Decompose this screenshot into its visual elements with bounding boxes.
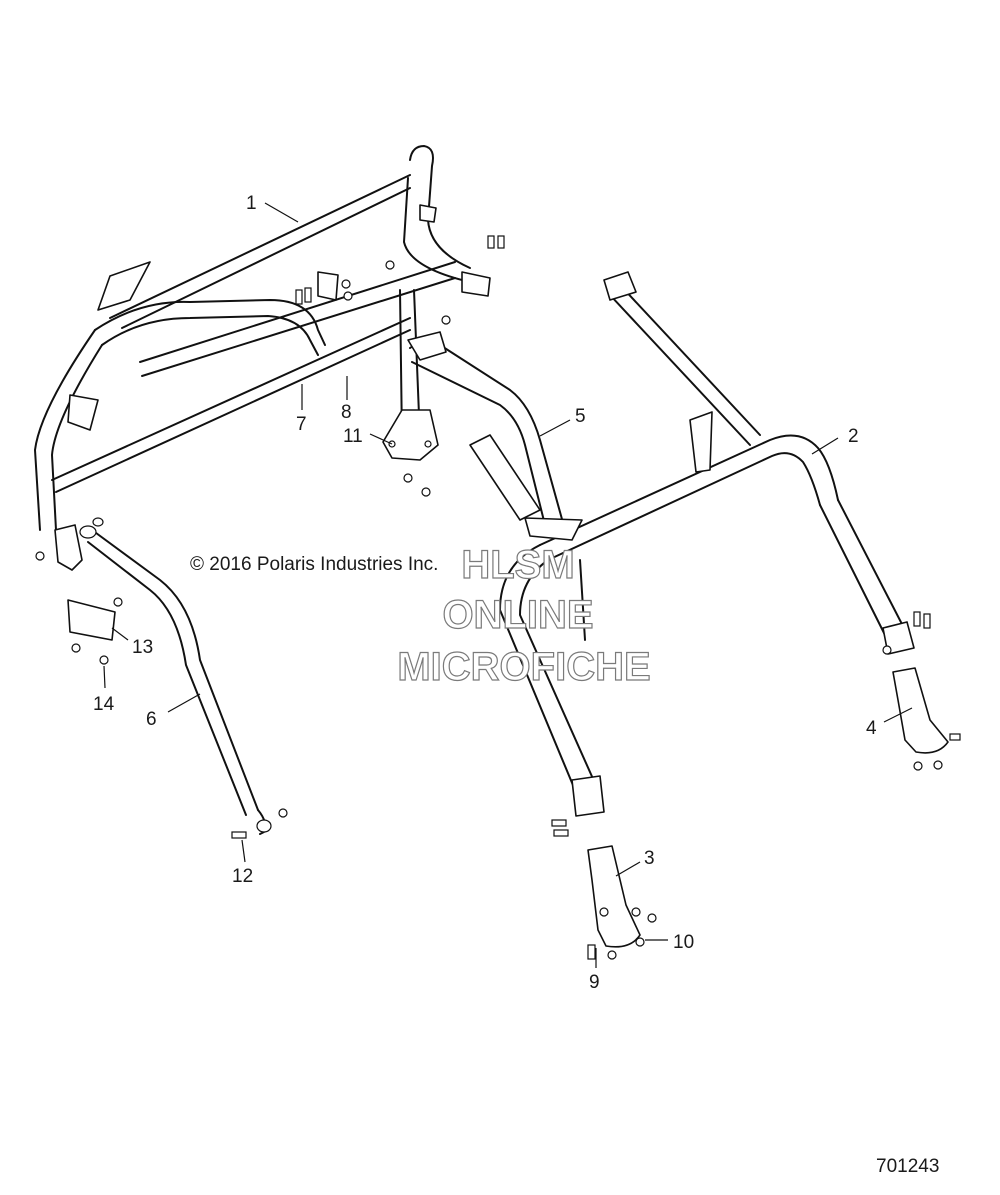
callout-4: 4	[866, 718, 877, 739]
callout-12: 12	[232, 866, 253, 887]
callout-6: 6	[146, 709, 157, 730]
part-6-side-brace	[79, 517, 288, 839]
drawing-number: 701243	[876, 1156, 939, 1177]
leader-lines	[103, 202, 913, 968]
callout-1: 1	[246, 193, 257, 214]
part-13-bracket	[35, 524, 123, 665]
fasteners-7-8	[295, 279, 353, 305]
watermark-line-3: MICROFICHE	[397, 645, 650, 689]
callout-3: 3	[644, 848, 655, 869]
callout-2: 2	[848, 426, 859, 447]
callout-11: 11	[343, 426, 363, 447]
part-2-rear-cage	[469, 271, 915, 817]
callout-13: 13	[132, 637, 153, 658]
callout-labels: 1 2 3 4 5 6 7 8 9 10 11 12 13 14	[93, 193, 877, 993]
watermark-line-2: ONLINE	[442, 593, 593, 637]
fasteners-2	[551, 611, 931, 837]
callout-8: 8	[341, 402, 352, 423]
callout-9: 9	[589, 972, 600, 993]
part-5-brace	[407, 331, 566, 531]
callout-14: 14	[93, 694, 115, 715]
callout-5: 5	[575, 406, 586, 427]
callout-10: 10	[673, 932, 694, 953]
copyright-notice: © 2016 Polaris Industries Inc.	[190, 554, 438, 575]
callout-7: 7	[296, 414, 307, 435]
part-11-base-plate	[382, 409, 439, 497]
part-4-foot-mount	[892, 667, 961, 771]
watermark-line-1: HLSM	[461, 543, 574, 587]
watermark: HLSM ONLINE MICROFICHE	[397, 542, 652, 689]
fasteners-top-right	[385, 235, 505, 325]
part-3-foot-mount	[587, 845, 657, 960]
